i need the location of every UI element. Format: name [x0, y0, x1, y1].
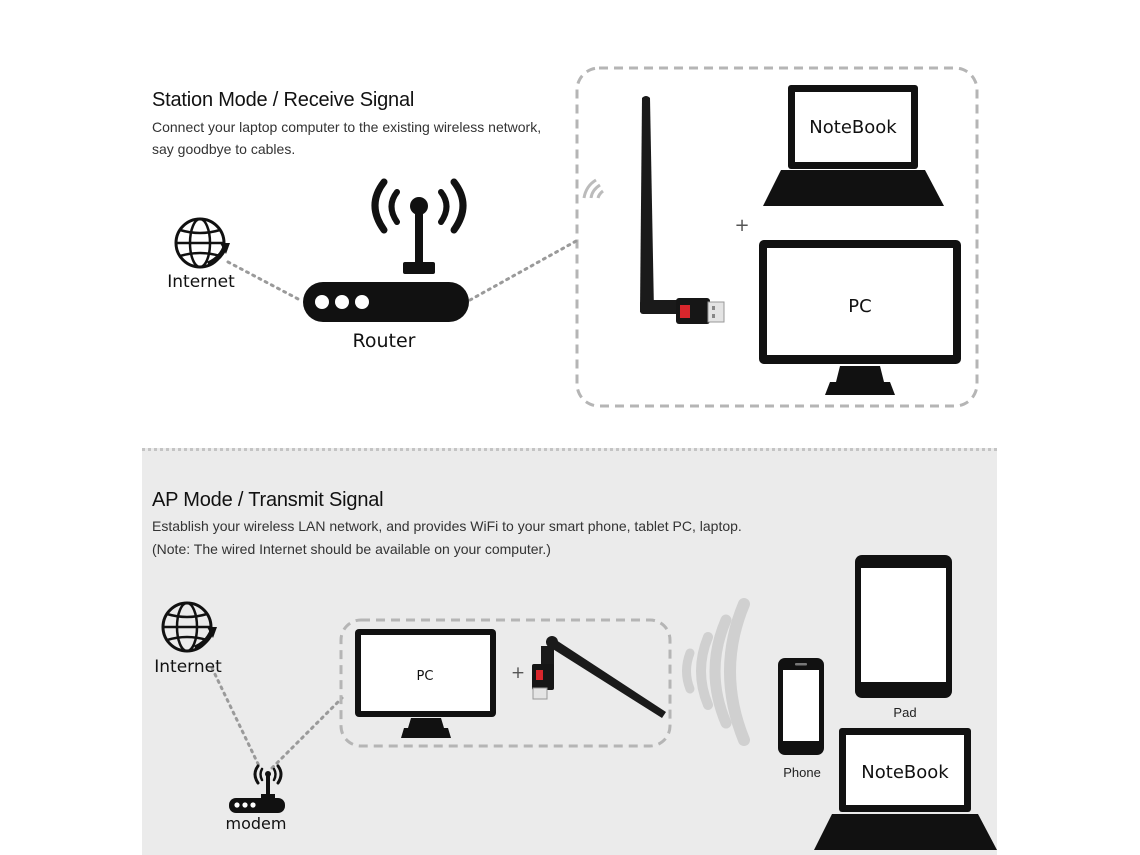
modem-icon	[229, 764, 285, 813]
station-mode-desc-line2: say goodbye to cables.	[152, 141, 296, 157]
router-label: Router	[353, 330, 416, 352]
station-plus-sign: +	[734, 215, 749, 236]
ap-notebook-label: NoteBook	[861, 762, 949, 783]
modem-pc-link	[270, 696, 344, 770]
pad-label: Pad	[893, 705, 916, 720]
globe-icon	[174, 217, 230, 269]
internet-modem-link	[210, 666, 262, 770]
ap-mode-title: AP Mode / Transmit Signal	[152, 489, 384, 511]
notebook-icon	[763, 85, 944, 206]
station-notebook-label: NoteBook	[809, 117, 897, 138]
station-pc-label: PC	[848, 296, 871, 317]
ap-internet-label: Internet	[154, 657, 222, 677]
usb-wifi-adapter-icon	[532, 636, 666, 718]
ap-mode-desc-line2: (Note: The wired Internet should be avai…	[152, 541, 551, 557]
router-icon	[303, 178, 469, 322]
station-mode-desc-line1: Connect your laptop computer to the exis…	[152, 119, 542, 135]
usb-wifi-adapter-icon	[640, 96, 725, 324]
pc-monitor-icon	[759, 240, 961, 395]
ap-mode-desc-line1: Establish your wireless LAN network, and…	[152, 518, 742, 534]
phone-icon	[778, 658, 824, 755]
ap-device-frame	[339, 618, 672, 748]
internet-router-link	[226, 260, 302, 302]
station-internet-label: Internet	[167, 272, 235, 292]
notebook-icon	[814, 728, 997, 850]
station-mode-title: Station Mode / Receive Signal	[152, 89, 415, 111]
router-adapter-link	[468, 238, 580, 302]
wifi-signal-icon	[582, 178, 604, 199]
phone-label: Phone	[783, 765, 821, 780]
modem-label: modem	[226, 814, 287, 833]
ap-plus-sign: +	[511, 663, 525, 683]
section-divider	[142, 448, 997, 451]
ap-pc-label: PC	[417, 669, 434, 684]
wifi-broadcast-icon	[682, 598, 750, 746]
pc-monitor-icon	[355, 629, 496, 738]
tablet-icon	[855, 555, 952, 698]
globe-icon	[161, 601, 217, 653]
